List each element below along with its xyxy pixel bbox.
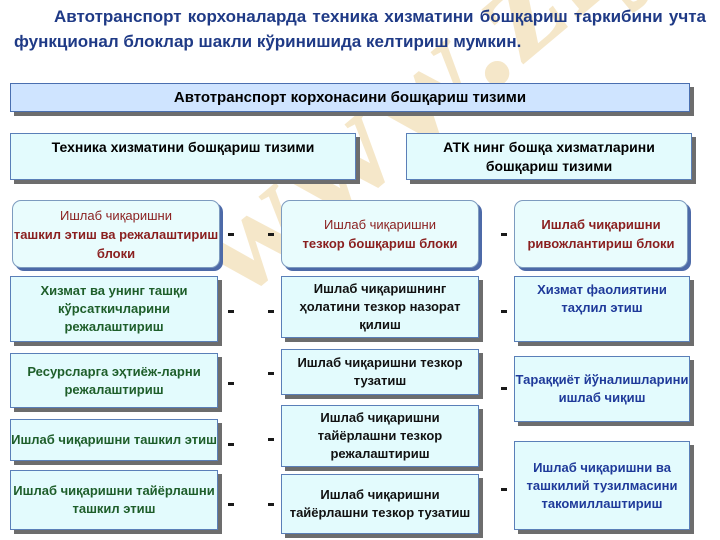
center-item-3: Ишлаб чиқаришни тайёрлашни тезкор тузати… [281,474,479,534]
left-item-3: Ишлаб чиқаришни тайёрлашни ташкил этиш [10,470,218,530]
center-item-2-label: Ишлаб чиқаришни тайёрлашни тезкор режала… [317,410,443,461]
left-item-0-label: Хизмат ва унинг ташқи кўрсаткичларини ре… [40,283,188,334]
connector-dash [228,503,234,506]
connector-dash [228,382,234,385]
development-block-line1: Ишлаб чиқаришни [541,217,661,232]
left-item-2: Ишлаб чиқаришни ташкил этиш [10,419,218,461]
top-system-label: Автотранспорт корхонасини бошқариш тизим… [173,89,527,106]
right-item-1: Тараққиёт йўналишларини ишлаб чиқиш [514,356,690,422]
right-item-0-label: Хизмат фаолиятини таҳлил этиш [537,282,667,315]
other-services-system-label: АТК нинг бошқа хизматларини бошқариш тиз… [443,138,655,174]
connector-dash [228,443,234,446]
left-item-1-label: Ресурсларга эҳтиёж-ларни режалаштириш [27,363,201,397]
right-item-2-label: Ишлаб чиқаришни ва ташкилий тузилмасини … [526,459,678,511]
right-item-1-label: Тараққиёт йўналишларини ишлаб чиқиш [515,372,689,405]
center-item-3-label: Ишлаб чиқаришни тайёрлашни тезкор тузати… [289,487,471,520]
left-item-2-label: Ишлаб чиқаришни ташкил этиш [11,432,217,447]
connector-dash [268,233,274,236]
connector-dash [268,438,274,441]
connector-dash [268,310,274,313]
technical-service-system-box: Техника хизматини бошқариш тизими [10,133,356,180]
connector-dash [268,372,274,375]
other-services-system-box: АТК нинг бошқа хизматларини бошқариш тиз… [406,133,692,180]
center-item-1-label: Ишлаб чиқаришни тезкор тузатиш [297,355,463,388]
left-item-3-label: Ишлаб чиқаришни тайёрлашни ташкил этиш [13,483,215,516]
connector-dash [501,488,507,491]
connector-dash [228,310,234,313]
development-block: Ишлаб чиқаришни ривожлантириш блоки [514,200,688,268]
intro-paragraph: Автотранспорт корхоналарда техника хизма… [14,7,706,51]
center-item-0-label: Ишлаб чиқаришнинг ҳолатини тезкор назора… [299,281,461,332]
center-item-2: Ишлаб чиқаришни тайёрлашни тезкор режала… [281,405,479,467]
connector-dash [501,387,507,390]
center-item-1: Ишлаб чиқаришни тезкор тузатиш [281,349,479,395]
planning-block-line2: ташкил этиш ва режалаштириш блоки [13,226,219,261]
planning-block-line1: Ишлаб чиқаришни [60,207,172,223]
center-item-0: Ишлаб чиқаришнинг ҳолатини тезкор назора… [281,276,479,338]
technical-service-system-label: Техника хизматини бошқариш тизими [51,139,315,155]
right-item-2: Ишлаб чиқаришни ва ташкилий тузилмасини … [514,441,690,530]
top-system-box: Автотранспорт корхонасини бошқариш тизим… [10,83,690,112]
left-item-1: Ресурсларга эҳтиёж-ларни режалаштириш [10,353,218,408]
connector-dash [268,503,274,506]
operational-block-line2: тезкор бошқариш блоки [302,236,458,251]
connector-dash [501,310,507,313]
connector-dash [228,233,234,236]
operational-block-line1: Ишлаб чиқаришни [324,217,436,232]
connector-dash [501,233,507,236]
development-block-line2: ривожлантириш блоки [527,236,675,251]
left-item-0: Хизмат ва унинг ташқи кўрсаткичларини ре… [10,276,218,342]
operational-block: Ишлаб чиқаришни тезкор бошқариш блоки [281,200,479,268]
planning-block: Ишлаб чиқаришни ташкил этиш ва режалашти… [12,200,220,268]
right-item-0: Хизмат фаолиятини таҳлил этиш [514,276,690,342]
